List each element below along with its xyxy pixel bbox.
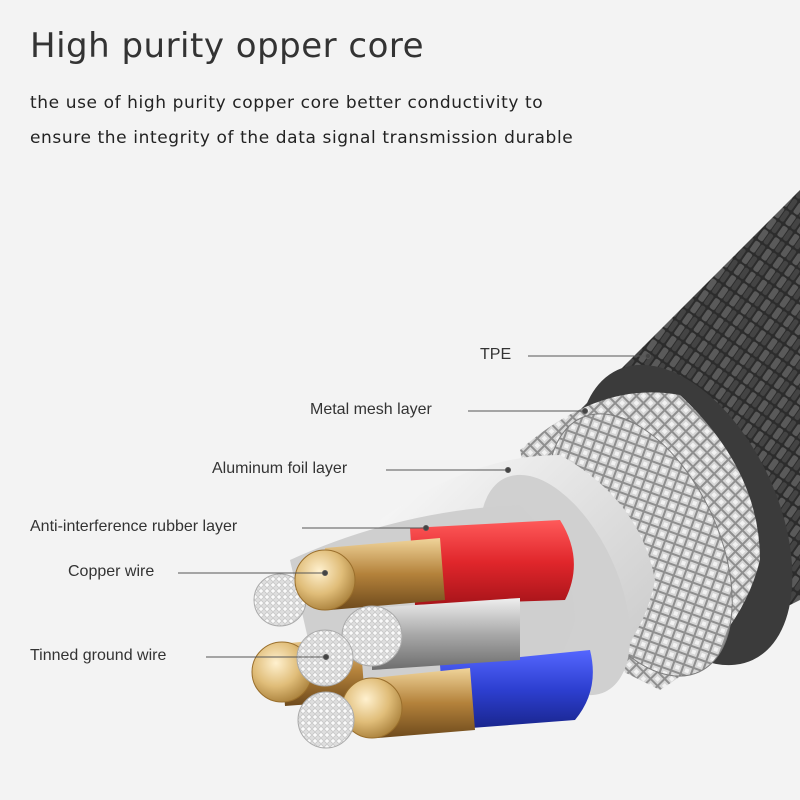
leader-dot-tpe (645, 353, 651, 359)
label-ground: Tinned ground wire (30, 647, 167, 664)
page-title: High purity opper core (30, 26, 425, 66)
tinned-strand-body-1 (372, 598, 520, 670)
leader-dot-rubber (423, 525, 429, 531)
label-metal-mesh: Metal mesh layer (310, 401, 432, 418)
leader-dot-aluminum-foil (505, 467, 511, 473)
header: High purity opper core the use of high p… (30, 24, 790, 156)
leader-dot-ground (323, 654, 329, 660)
leader-lines (178, 353, 651, 660)
description-line-1: the use of high purity copper core bette… (30, 93, 544, 113)
label-rubber: Anti-interference rubber layer (30, 518, 238, 535)
label-tpe: TPE (480, 346, 512, 363)
leader-dot-copper (322, 570, 328, 576)
leader-dot-metal-mesh (582, 408, 588, 414)
label-aluminum-foil: Aluminum foil layer (212, 460, 348, 477)
red-insulated-wire (410, 520, 574, 605)
label-copper: Copper wire (68, 563, 155, 580)
copper-conductor-end-1 (294, 549, 356, 611)
tinned-strand-end-d (297, 691, 355, 749)
copper-conductor-body-1 (325, 538, 445, 610)
blue-insulated-wire (440, 650, 593, 730)
description-line-2: ensure the integrity of the data signal … (30, 128, 574, 148)
